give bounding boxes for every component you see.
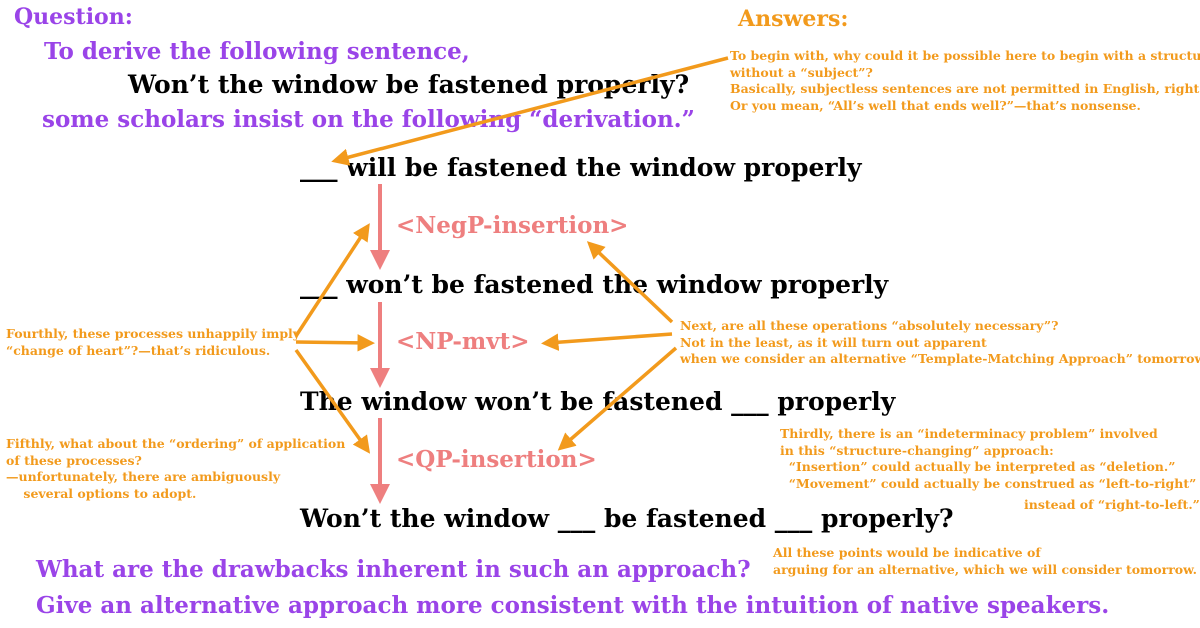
question-claim: some scholars insist on the following “d… <box>42 106 695 133</box>
answer-fifth-ordering: Fifthly, what about the “ordering” of ap… <box>6 436 346 501</box>
answer-arrow-negp <box>586 241 674 324</box>
answer-third-indeterminacy: Thirdly, there is an “indeterminacy prob… <box>780 426 1197 491</box>
derivation-step-4: Won’t the window ___ be fastened ___ pro… <box>300 504 954 533</box>
operation-np-movement: <NP-mvt> <box>396 328 530 355</box>
derivation-step-1: ___ will be fastened the window properly <box>300 153 862 182</box>
derivation-step-2: ___ won’t be fastened the window properl… <box>300 270 889 299</box>
question-heading: Question: <box>14 4 133 30</box>
answer-arrow-subject <box>331 56 729 166</box>
answers-heading: Answers: <box>738 6 849 32</box>
question-intro: To derive the following sentence, <box>44 38 470 65</box>
answer-arrow-np-mvt <box>541 332 673 351</box>
task-question-1: What are the drawbacks inherent in such … <box>36 556 751 583</box>
task-question-2: Give an alternative approach more consis… <box>36 592 1110 619</box>
operation-qp-insertion: <QP-insertion> <box>396 446 597 473</box>
operation-negp-insertion: <NegP-insertion> <box>396 212 629 239</box>
fourth-arrow-up <box>294 223 370 337</box>
fourth-arrow-right <box>295 334 375 352</box>
answer-summary: All these points would be indicative of … <box>773 545 1197 577</box>
answer-arrow-qp <box>557 346 678 451</box>
answer-fourth-change-of-heart: Fourthly, these processes unhappily impl… <box>6 326 301 358</box>
fourth-arrow-down <box>294 348 371 454</box>
answer-first-subject: To begin with, why could it be possible … <box>730 48 1200 113</box>
answer-third-tail: instead of “right-to-left.” <box>1024 497 1200 512</box>
answer-second-necessity: Next, are all these operations “absolute… <box>680 318 1200 366</box>
derivation-step-3: The window won’t be fastened ___ properl… <box>300 387 896 416</box>
